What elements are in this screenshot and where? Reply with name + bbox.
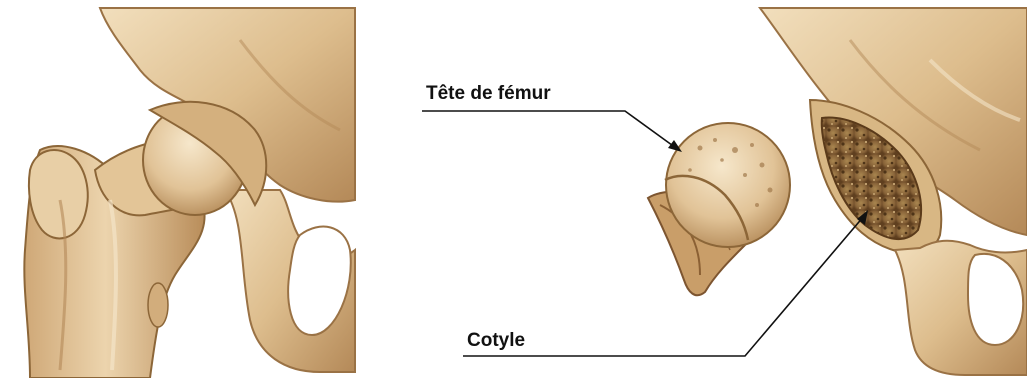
femoral-head-leader-line <box>422 111 676 148</box>
left-greater-trochanter <box>29 150 88 238</box>
leader-lines <box>422 111 868 356</box>
detached-femoral-head-sphere <box>666 123 790 247</box>
detached-femoral-head <box>648 123 790 295</box>
right-pelvis <box>760 8 1027 375</box>
left-lesser-trochanter <box>148 283 168 327</box>
left-hip-joint <box>24 8 355 378</box>
acetabulum-label: Cotyle <box>467 331 525 350</box>
femoral-head-label: Tête de fémur <box>426 84 551 103</box>
